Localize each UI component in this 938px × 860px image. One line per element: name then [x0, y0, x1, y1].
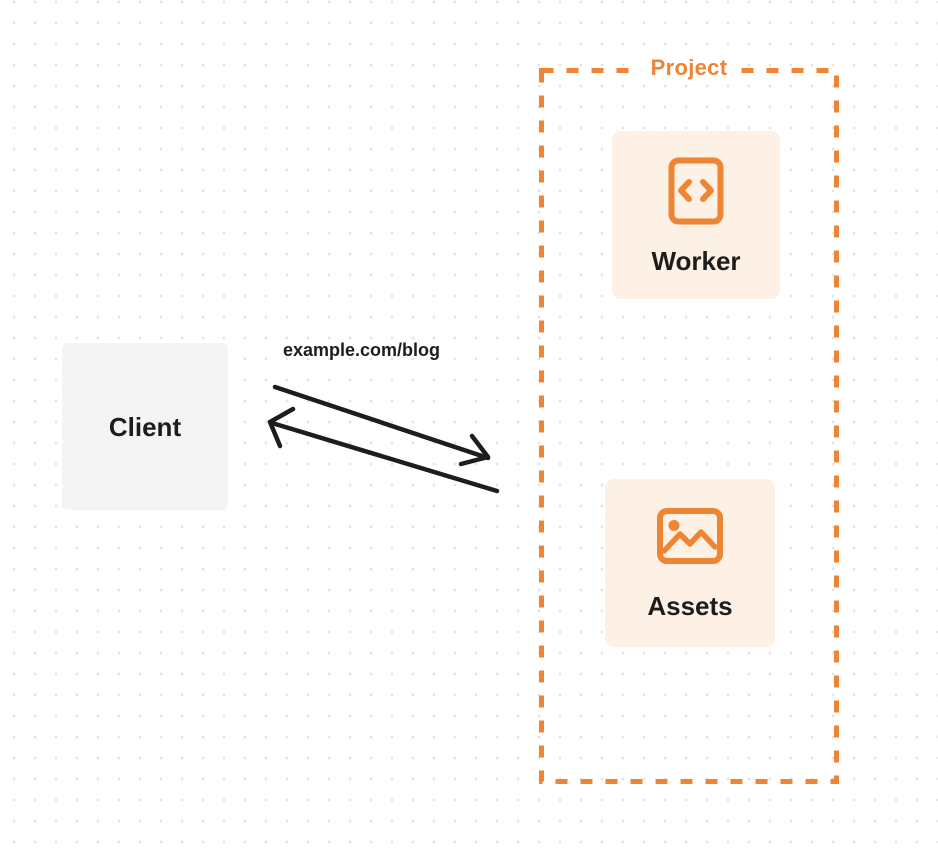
- worker-label: Worker: [651, 245, 741, 276]
- request-url-label: example.com/blog: [283, 340, 441, 360]
- request-arrow: [272, 384, 491, 467]
- project-container: Project Worker Assets ├──── ./public │__…: [539, 55, 839, 784]
- image-icon: [657, 507, 723, 564]
- code-file-icon: [668, 157, 724, 224]
- assets-label: Assets: [647, 590, 733, 621]
- client-card: Client: [62, 343, 228, 510]
- response-arrow: [267, 406, 500, 494]
- assets-card: Assets: [605, 479, 775, 647]
- worker-card: Worker: [612, 131, 780, 299]
- client-label: Client: [108, 411, 182, 442]
- project-label: Project: [641, 55, 737, 81]
